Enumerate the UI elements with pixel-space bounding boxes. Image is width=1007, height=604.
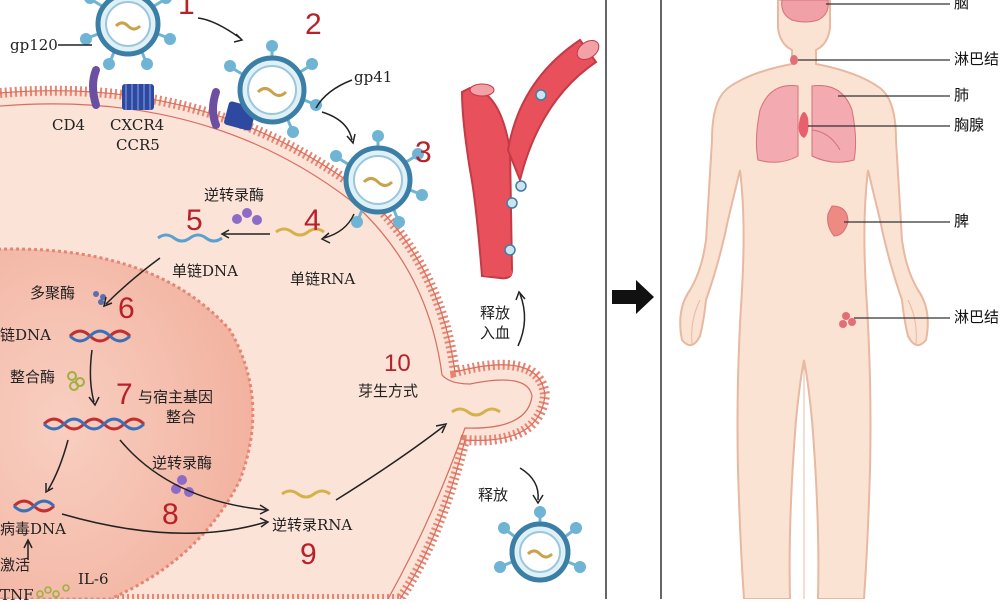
organ-label-spleen: 脾 <box>954 212 970 230</box>
double-dna-strand <box>68 329 132 343</box>
organ-label-lymph-node-groin: 淋巴结 <box>954 308 1000 326</box>
label-reverse-transcriptase-mid: 逆转录酶 <box>152 454 213 472</box>
step-4: 4 <box>304 204 321 237</box>
step-8: 8 <box>162 498 179 531</box>
step-1: 1 <box>178 0 195 21</box>
integrase-molecules <box>67 371 85 391</box>
label-single-dna: 单链DNA <box>172 262 238 280</box>
step-6: 6 <box>118 292 135 325</box>
label-ccr5: CCR5 <box>116 136 160 154</box>
virus-released <box>494 506 586 583</box>
organ-label-lymph-node-neck: 淋巴结 <box>954 50 1000 68</box>
lungs <box>755 85 857 163</box>
step-3: 3 <box>415 136 432 169</box>
label-gp41: gp41 <box>354 68 393 86</box>
label-double-dna: 链DNA <box>0 326 51 344</box>
label-cxcr4: CXCR4 <box>110 116 165 134</box>
organ-label-lung: 肺 <box>954 86 970 104</box>
label-integrate-line2: 整合 <box>166 408 197 426</box>
label-budding: 芽生方式 <box>358 382 419 400</box>
label-tnf: TNF <box>0 586 34 604</box>
right-arrow-icon <box>612 280 654 314</box>
step-9: 9 <box>300 538 317 571</box>
process-arrows <box>23 17 544 560</box>
cd4-receptor <box>89 66 100 109</box>
label-gp120: gp120 <box>10 36 58 54</box>
label-cd4: CD4 <box>52 116 86 134</box>
virus-1 <box>80 0 176 70</box>
lymph-node-groin <box>839 312 856 328</box>
cxcr4-ccr5-receptor <box>122 84 154 110</box>
label-integrase: 整合酶 <box>10 368 56 386</box>
organ-label-thymus: 胸腺 <box>954 116 985 134</box>
single-rna-strand <box>275 227 325 237</box>
cytokine-molecules <box>36 584 70 598</box>
label-polymerase: 多聚酶 <box>30 284 76 302</box>
integrated-dna-strand <box>42 417 146 431</box>
provirus-dna-strand <box>12 499 56 513</box>
human-body <box>679 0 929 599</box>
virus-3 <box>330 130 428 228</box>
organ-leader-lines <box>798 3 950 319</box>
label-single-rna: 单链RNA <box>290 270 356 288</box>
organ-label-brain: 脑 <box>954 0 970 12</box>
polymerase-molecules <box>93 291 106 305</box>
reverse-transcriptase-molecules <box>171 208 262 497</box>
label-provirus-dna: 病毒DNA <box>0 520 66 538</box>
label-integrate-line1: 与宿主基因 <box>138 388 214 406</box>
spleen <box>827 205 849 237</box>
label-activate: 激活 <box>0 556 31 574</box>
label-release: 释放 <box>478 486 509 504</box>
step-5: 5 <box>186 204 203 237</box>
budding-rna-strand <box>451 407 501 417</box>
label-release-blood-line1: 释放 <box>480 304 511 322</box>
label-reverse-transcriptase-top: 逆转录酶 <box>204 186 265 204</box>
step-10: 10 <box>384 350 411 377</box>
label-reverse-rna: 逆转录RNA <box>272 516 353 534</box>
nucleus <box>0 247 255 599</box>
step-7: 7 <box>116 378 133 411</box>
blood-vessel <box>460 38 600 280</box>
reverse-rna-strand <box>281 489 331 499</box>
label-release-blood-line2: 入血 <box>480 324 511 342</box>
thymus <box>798 112 809 138</box>
step-2: 2 <box>305 8 322 41</box>
lymph-node-neck <box>790 55 798 65</box>
label-il6: IL-6 <box>78 570 109 588</box>
virus-2 <box>224 40 322 138</box>
brain <box>781 0 829 23</box>
single-dna-strand <box>157 233 223 243</box>
